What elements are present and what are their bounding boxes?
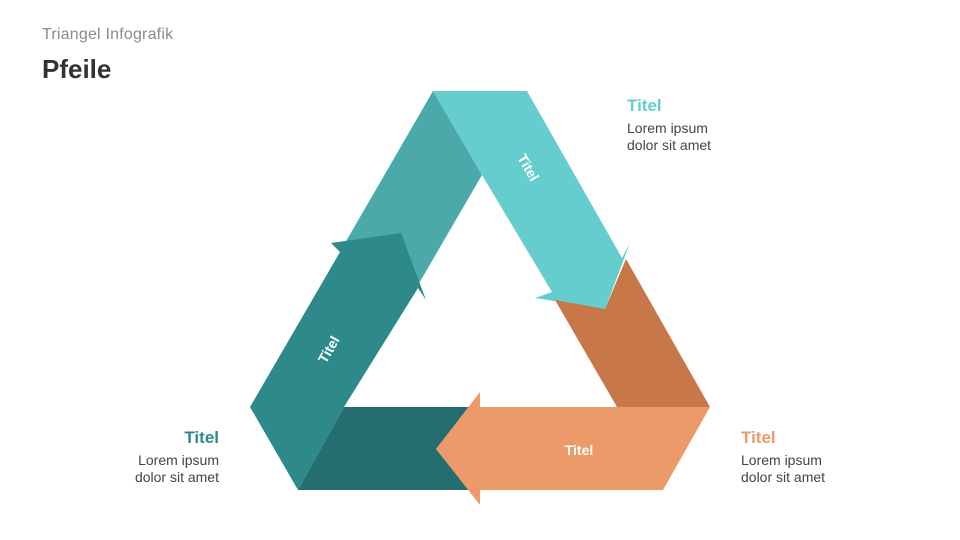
bottom-band-left <box>298 407 470 490</box>
callout-bottom-right: Titel Lorem ipsum dolor sit amet <box>741 428 941 486</box>
right-band-lower <box>555 259 710 407</box>
callout-body-line2: dolor sit amet <box>741 469 826 485</box>
arrow-left[interactable] <box>250 233 426 490</box>
callout-title: Titel <box>627 96 662 115</box>
slide-title: Pfeile <box>42 54 112 84</box>
arrow-top-right[interactable] <box>433 91 630 309</box>
arrow-label-bottom: Titel <box>565 442 594 458</box>
callout-body-line2: dolor sit amet <box>627 137 712 153</box>
callout-body-line1: Lorem ipsum <box>138 452 219 468</box>
callout-body-line1: Lorem ipsum <box>627 120 708 136</box>
slide-subtitle: Triangel Infografik <box>42 26 174 43</box>
callout-bottom-left: Titel Lorem ipsum dolor sit amet <box>19 428 219 486</box>
callout-top-right: Titel Lorem ipsum dolor sit amet <box>627 96 827 154</box>
callout-title: Titel <box>184 428 219 447</box>
callout-body-line1: Lorem ipsum <box>741 452 822 468</box>
callout-title: Titel <box>741 428 776 447</box>
callout-body-line2: dolor sit amet <box>134 469 219 485</box>
arrow-bottom[interactable] <box>436 392 710 505</box>
